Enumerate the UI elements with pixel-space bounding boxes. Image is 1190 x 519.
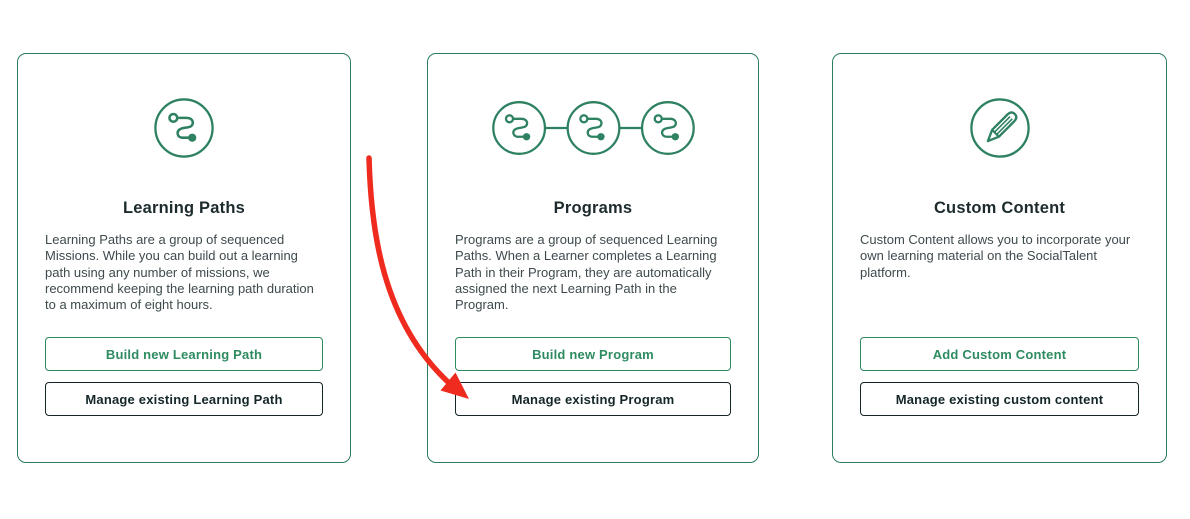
learning-path-route-icon <box>18 97 350 159</box>
card-description: Programs are a group of sequenced Learni… <box>455 231 718 313</box>
card-description: Custom Content allows you to incorporate… <box>860 231 1131 280</box>
card-title: Learning Paths <box>123 199 245 217</box>
card-title: Programs <box>553 199 633 217</box>
card-description: Learning Paths are a group of sequenced … <box>45 231 314 313</box>
manage-existing-custom-content-button[interactable]: Manage existing custom content <box>860 382 1139 416</box>
manage-existing-learning-path-button[interactable]: Manage existing Learning Path <box>45 382 323 416</box>
build-new-learning-path-button[interactable]: Build new Learning Path <box>45 337 323 371</box>
programs-card: Programs Programs are a group of sequenc… <box>427 53 759 463</box>
manage-existing-program-button[interactable]: Manage existing Program <box>455 382 731 416</box>
build-new-program-button[interactable]: Build new Program <box>455 337 731 371</box>
linked-learning-paths-chain-icon <box>428 97 758 159</box>
card-title: Custom Content <box>933 199 1066 217</box>
pencil-icon <box>833 97 1166 159</box>
learning-paths-card: Learning Paths Learning Paths are a grou… <box>17 53 351 463</box>
add-custom-content-button[interactable]: Add Custom Content <box>860 337 1139 371</box>
custom-content-card: Custom Content Custom Content allows you… <box>832 53 1167 463</box>
